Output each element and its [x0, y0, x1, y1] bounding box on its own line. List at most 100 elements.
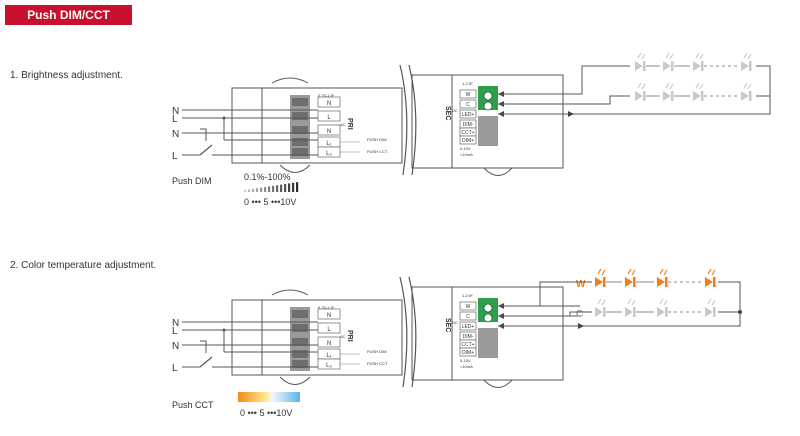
sec-terminal-label: CCT+ [461, 130, 474, 136]
led-warm [625, 268, 636, 287]
break-mark [399, 64, 408, 176]
dim-level-bar [252, 188, 255, 192]
sec-terminal-label: W [466, 304, 471, 310]
dim-level-bar [280, 184, 283, 192]
pri-terminal-screw [292, 350, 308, 358]
mains-label: N [172, 341, 179, 352]
led-feed-top [498, 65, 630, 95]
cool-feed [498, 311, 592, 317]
push-cct-tag: PUSH CCT [367, 361, 388, 366]
dim-level-bar [284, 184, 287, 192]
led-bar [749, 61, 752, 71]
return-arrow [568, 111, 574, 117]
cct-gradient [238, 392, 300, 402]
led-bar [701, 61, 704, 71]
dim-voltage-scale: 0 ••• 5 •••10V [244, 197, 296, 207]
led-cool [705, 298, 716, 317]
led-cool [595, 298, 606, 317]
sec-sub: DC [452, 108, 458, 113]
pri-terminal-box [317, 96, 341, 108]
driver-tab-bottom-right [483, 379, 513, 388]
step-1-label: 1. Brightness adjustment. [10, 70, 123, 81]
sec-note: <10mA [460, 152, 473, 157]
led-gray [741, 82, 752, 101]
pri-terminal-box [317, 336, 341, 348]
led-triangle [693, 61, 701, 71]
led-rays [627, 298, 636, 306]
pri-terminal-screw [292, 360, 308, 368]
step-2-label: 2. Color temperature adjustment. [10, 260, 157, 271]
push-dim-tag: PUSH DIM [367, 349, 387, 354]
pri-terminal-screw [292, 324, 308, 332]
led-triangle [663, 61, 671, 71]
led-bar [671, 61, 674, 71]
mains-label: L [172, 151, 178, 162]
led-gray [635, 52, 646, 71]
dim-level-bar [276, 185, 279, 192]
led-triangle [595, 277, 603, 287]
driver-tab-top-left [271, 77, 309, 84]
pri-terminal-label: L₁ [326, 353, 331, 359]
pri-terminal-label: N [327, 313, 331, 319]
warm-label: W [576, 279, 586, 290]
pri-terminal-label: L₂ [326, 151, 332, 157]
led-triangle [657, 307, 665, 317]
led-bar [603, 277, 606, 287]
driver-tab-top-left [271, 289, 309, 296]
led-rays [707, 268, 716, 276]
led-triangle [693, 91, 701, 101]
led-triangle [635, 61, 643, 71]
led-bar [701, 91, 704, 101]
sec-terminal-box [459, 321, 477, 331]
led-triangle [625, 277, 633, 287]
sec-terminal-label: DIM- [463, 334, 474, 340]
driver-body-left [231, 87, 403, 164]
wire-junction [222, 328, 226, 332]
led-bar [643, 91, 646, 101]
dim-level-bar [256, 188, 259, 192]
sec-terminal-label: DIM+ [462, 350, 474, 356]
led-rays [665, 82, 674, 90]
led-triangle [595, 307, 603, 317]
led-bar [671, 91, 674, 101]
driver-body-left [231, 299, 403, 376]
dim-level-bar [244, 190, 247, 192]
sec-screw [483, 313, 493, 323]
sec-terminal-label: C [466, 314, 470, 320]
led-bar [749, 91, 752, 101]
dim-level-bar [248, 189, 251, 192]
sec-terminal-box [459, 311, 477, 321]
sec-terminal-label: LED+ [462, 112, 475, 118]
led-gray [635, 82, 646, 101]
led-cool [657, 298, 668, 317]
sec-title: SEC [444, 106, 451, 120]
dim-level-bar [272, 185, 275, 192]
mains-label: N [172, 129, 179, 140]
led-rays [707, 298, 716, 306]
dim-level-bar [268, 186, 271, 192]
sec-terminal-box [459, 135, 477, 145]
sec-dim-block [478, 116, 498, 146]
pri-terminal-screw [292, 98, 308, 106]
led-warm [705, 268, 716, 287]
pri-terminal-screw [292, 310, 308, 318]
sec-screw [483, 101, 493, 111]
push-cct-tag: PUSH CCT [367, 149, 388, 154]
pri-terminal-label: L [327, 115, 331, 121]
led-gray [663, 82, 674, 101]
sec-terminal-label: DIM+ [462, 138, 474, 144]
push-switch-lever [199, 144, 213, 156]
dim-level-bar [296, 182, 299, 192]
led-bar [643, 61, 646, 71]
pri-terminal-label: L₁ [326, 141, 331, 147]
sec-terminal-label: LED+ [462, 324, 475, 330]
dim-range-label: 0.1%-100% [244, 172, 291, 182]
cct-voltage-scale: 0 ••• 5 •••10V [240, 408, 292, 418]
pri-terminal-label: L [327, 327, 331, 333]
dim-level-bar [264, 187, 267, 192]
pri-terminal-box [317, 110, 341, 122]
dim-level-bar [292, 182, 295, 192]
